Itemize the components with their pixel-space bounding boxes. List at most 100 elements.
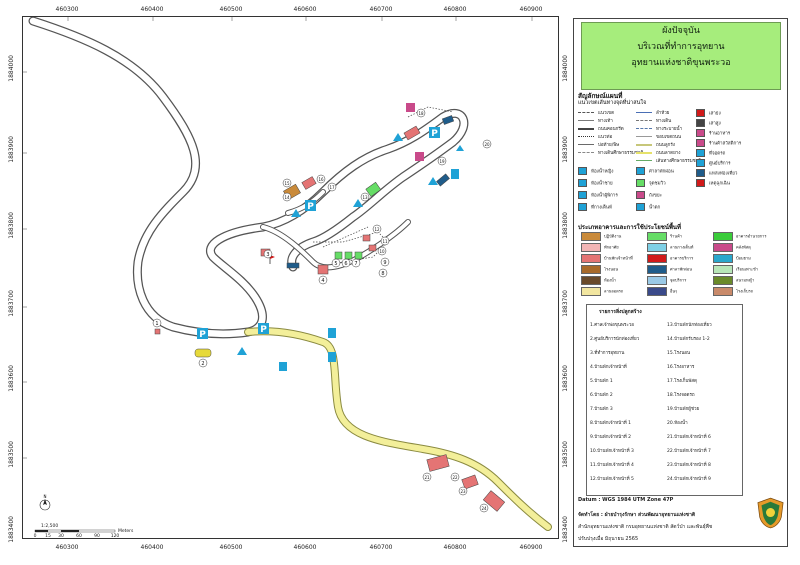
building — [194, 348, 212, 358]
building — [368, 244, 377, 252]
service-icons: P P P P — [197, 103, 464, 371]
landuse-item: สนามหญ้า — [713, 276, 754, 285]
list-item: 23.บ้านพักเจ้าหน้าที่ 8 — [667, 463, 711, 468]
map-label: 16 — [316, 174, 326, 184]
parking-icon: ที่จอดรถ — [696, 149, 725, 157]
legend-line-item: ทางระบายน้ำ — [636, 125, 682, 132]
y-tick: 1883800 — [562, 212, 569, 239]
svg-text:18: 18 — [418, 111, 424, 116]
emergency-icon: เหตุฉุกเฉิน — [696, 179, 730, 187]
legend-line-item: ลำห้วย — [636, 109, 669, 116]
y-tick: 1883900 — [8, 136, 15, 163]
svg-text:3: 3 — [266, 252, 269, 258]
landuse-item: อาคารบริการ — [647, 254, 693, 263]
svg-text:23: 23 — [460, 489, 466, 494]
landuse-legend: ปฏิบัติงาน พักอาศัย บ้านพักเจ้าหน้าที่ โ… — [581, 232, 779, 304]
legend-line-item: บ่อท้าย/พิษ — [578, 141, 619, 148]
concrete-road — [28, 17, 469, 339]
map-label: 13 — [360, 192, 370, 202]
list-item: 3.ที่ทำการอุทยาน — [590, 351, 625, 356]
tent-icon: ที่กางเต็นท์ — [578, 203, 612, 211]
list-item: 6.บ้านพัก 2 — [590, 393, 613, 398]
y-tick: 1884000 — [8, 55, 15, 82]
x-tick: 460300 — [55, 6, 79, 13]
x-tick: 460900 — [519, 544, 543, 551]
svg-text:15: 15 — [45, 533, 51, 538]
y-tick: 1883500 — [8, 441, 15, 468]
map-label: 11 — [380, 236, 390, 246]
building — [436, 173, 450, 187]
pole-icon: เสาสูง — [696, 119, 721, 127]
landuse-item: ลานจอดรถ — [581, 287, 623, 296]
landuse-item: จุดบริการ — [647, 276, 686, 285]
map-label: 7 — [351, 258, 361, 268]
legend-panel: ผังปัจจุบัน บริเวณที่ทำการอุทยาน อุทยานแ… — [573, 18, 788, 547]
map-label: 4 — [318, 275, 328, 285]
x-tick: 460800 — [443, 6, 467, 13]
list-item: 9.บ้านพักเจ้าหน้าที่ 2 — [590, 435, 631, 440]
title-line-1: ผังปัจจุบัน — [662, 26, 700, 36]
building — [334, 251, 343, 260]
landuse-item: บ้านพักเจ้าหน้าที่ — [581, 254, 633, 263]
svg-text:20: 20 — [484, 142, 490, 147]
toilet-icon — [451, 169, 459, 179]
building — [362, 234, 371, 242]
map-frame[interactable]: P P P P 1 2 3 — [22, 16, 559, 539]
list-item: 12.บ้านพักเจ้าหน้าที่ 5 — [590, 477, 634, 482]
svg-text:0: 0 — [34, 533, 37, 538]
map-label: 3 — [263, 249, 273, 259]
list-item: 20.ห้องน้ำ — [667, 421, 688, 426]
y-tick: 1883400 — [562, 516, 569, 543]
landuse-item: อาคารอำนวยการ — [713, 232, 767, 241]
svg-text:8: 8 — [381, 271, 384, 277]
producer-text: จัดทำโดย : ฝ่ายบำรุงรักษา ส่วนพัฒนาอุทยา… — [578, 512, 696, 518]
building — [365, 181, 382, 197]
parking-icon: P — [305, 200, 316, 212]
list-item: 19.บ้านพักผู้ช่วย — [667, 407, 700, 412]
list-item: 10.บ้านพักเจ้าหน้าที่ 3 — [590, 449, 634, 454]
map-label: 21 — [422, 472, 432, 482]
y-tick: 1883800 — [8, 212, 15, 239]
list-item: 24.บ้านพักเจ้าหน้าที่ 9 — [667, 477, 711, 482]
svg-text:30: 30 — [58, 533, 64, 538]
svg-text:6: 6 — [344, 261, 347, 267]
legend-line-item: ทางเดิน — [636, 117, 671, 124]
list-item: 5.บ้านพัก 1 — [590, 379, 613, 384]
toilet-icon — [328, 328, 336, 338]
map-label: 1 — [152, 318, 162, 328]
map-label: 12 — [372, 224, 382, 234]
x-tick: 460500 — [219, 6, 243, 13]
title-block: ผังปัจจุบัน บริเวณที่ทำการอุทยาน อุทยานแ… — [581, 22, 781, 90]
shelter-icon — [291, 209, 301, 217]
north-arrow-icon: N — [39, 494, 51, 511]
x-tick: 460400 — [140, 6, 164, 13]
landuse-item: โรงนอน — [581, 265, 618, 274]
wc-disabled-icon: ห้องน้ำผู้พิการ — [578, 191, 618, 199]
title-line-3: อุทยานแห่งชาติขุนพระวอ — [631, 58, 731, 68]
y-tick: 1883600 — [562, 365, 569, 392]
building — [154, 328, 161, 335]
parking-icon: P — [197, 328, 208, 340]
list-item: 2.ศูนย์บริการนักท่องเที่ยว — [590, 337, 640, 342]
shelter-icon — [428, 177, 438, 185]
wc-male-icon: ห้องน้ำชาย — [578, 179, 613, 187]
building — [344, 251, 353, 260]
landuse-item: ป้อมยาม — [713, 254, 751, 263]
restaurant-icon — [415, 152, 424, 161]
x-tick: 460800 — [443, 544, 467, 551]
list-item: 1.ศาลเจ้าพ่อขุนพระวอ — [590, 323, 634, 328]
svg-text:7: 7 — [354, 261, 357, 267]
building — [286, 262, 300, 269]
building — [482, 490, 506, 512]
y-tick: 1884000 — [562, 55, 569, 82]
x-tick: 460300 — [55, 544, 79, 551]
info-icon: ศูนย์บริการ — [696, 159, 731, 167]
list-item: 13.บ้านพักนักท่องเที่ยว — [667, 323, 712, 328]
svg-text:11: 11 — [382, 239, 388, 244]
list-item: 14.บ้านพักรับรอง 1-2 — [667, 337, 710, 342]
svg-text:16: 16 — [318, 177, 324, 182]
shelter-icon — [456, 145, 464, 151]
svg-text:24: 24 — [481, 506, 487, 511]
legend-line-item: ขอบเขตถนน — [636, 133, 681, 140]
